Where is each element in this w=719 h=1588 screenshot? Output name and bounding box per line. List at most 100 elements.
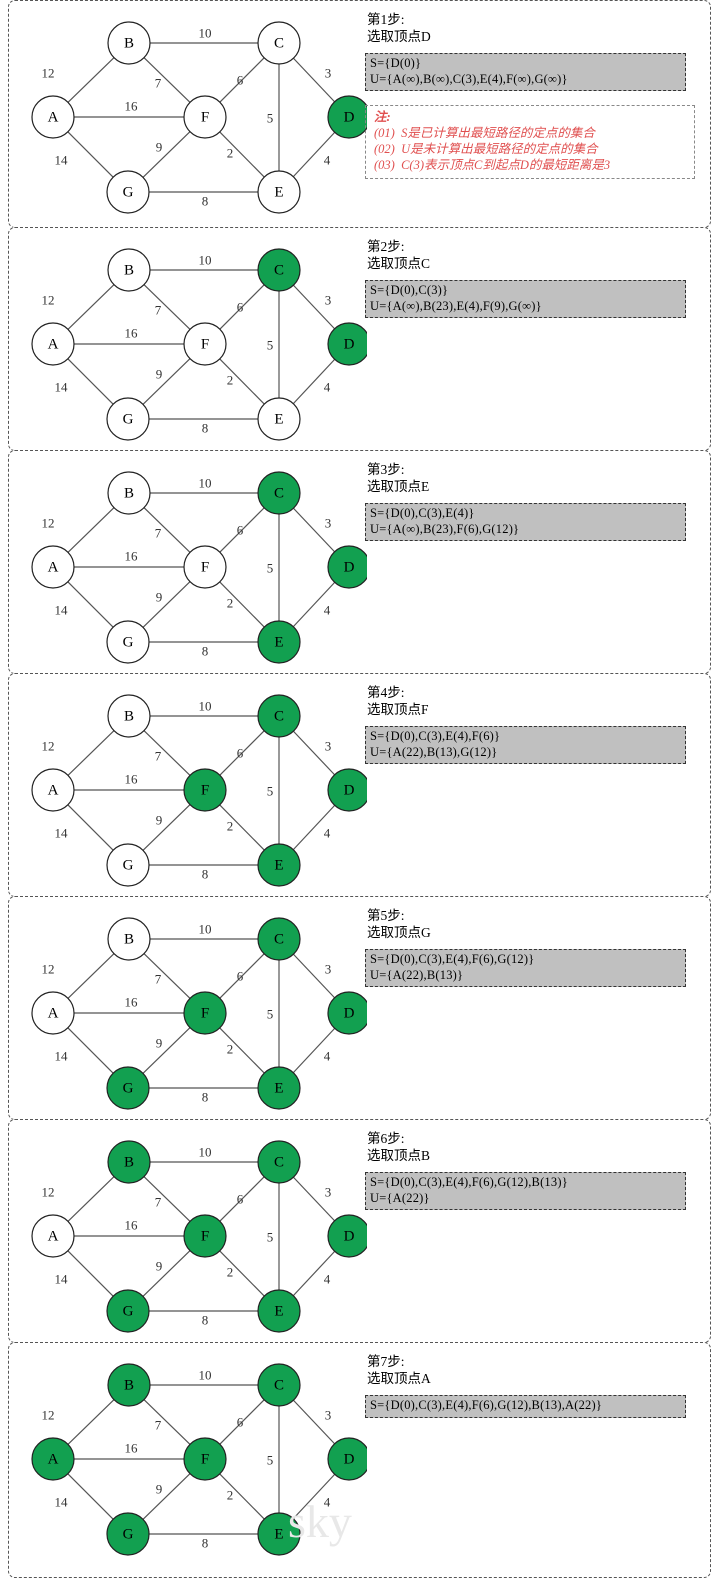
- note-line: (01) S是已计算出最短路径的定点的集合: [374, 126, 595, 140]
- graph-node-C[interactable]: [257, 694, 301, 738]
- graph-node-D[interactable]: [327, 991, 367, 1035]
- edge-weight-F-E: 2: [227, 819, 234, 834]
- graph-node-B[interactable]: [107, 1140, 151, 1184]
- edge-weight-F-G: 9: [156, 367, 163, 382]
- graph-edge-C-D: [292, 1176, 336, 1222]
- graph-node-label-A: A: [48, 1006, 59, 1022]
- graph-node-B[interactable]: [107, 694, 151, 738]
- edge-weight-A-F: 16: [125, 995, 139, 1010]
- edge-weight-B-C: 10: [199, 922, 212, 937]
- graph-node-C[interactable]: [257, 248, 301, 292]
- graph-node-F[interactable]: [183, 1437, 227, 1481]
- graph-node-C[interactable]: [257, 917, 301, 961]
- graph-node-B[interactable]: [107, 1363, 151, 1407]
- graph-edge-C-D: [292, 507, 336, 553]
- graph-node-E[interactable]: [257, 397, 301, 441]
- edge-weight-A-B: 12: [42, 1408, 55, 1423]
- graph-node-D[interactable]: [327, 545, 367, 589]
- edge-weight-A-B: 12: [42, 739, 55, 754]
- graph-node-label-G: G: [123, 1304, 134, 1320]
- graph-node-D[interactable]: [327, 1214, 367, 1258]
- graph-node-label-A: A: [48, 1452, 59, 1468]
- graph-node-label-F: F: [201, 1452, 209, 1468]
- graph-node-E[interactable]: [257, 843, 301, 887]
- graph-node-label-G: G: [123, 1081, 134, 1097]
- edge-weight-C-E: 5: [267, 338, 274, 353]
- graph-node-D[interactable]: [327, 322, 367, 366]
- edge-weight-A-F: 16: [125, 326, 139, 341]
- graph-node-B[interactable]: [107, 917, 151, 961]
- graph-node-A[interactable]: [31, 768, 75, 812]
- edge-weight-B-C: 10: [199, 1145, 212, 1160]
- graph-edge-F-G: [142, 358, 191, 405]
- graph-node-label-F: F: [201, 560, 209, 576]
- graph-node-F[interactable]: [183, 991, 227, 1035]
- edge-weight-G-E: 8: [202, 1313, 209, 1328]
- graph-node-D[interactable]: [327, 1437, 367, 1481]
- graph-edge-A-G: [67, 1473, 114, 1520]
- graph-node-C[interactable]: [257, 1363, 301, 1407]
- graph-node-G[interactable]: [106, 397, 150, 441]
- graph-node-E[interactable]: [257, 1066, 301, 1110]
- graph-node-B[interactable]: [107, 248, 151, 292]
- graph-node-E[interactable]: [257, 1289, 301, 1333]
- graph-node-label-C: C: [274, 36, 284, 52]
- graph-node-F[interactable]: [183, 768, 227, 812]
- graph-node-E[interactable]: [257, 1512, 301, 1556]
- graph-node-C[interactable]: [257, 1140, 301, 1184]
- graph-node-C[interactable]: [257, 21, 301, 65]
- graph-node-E[interactable]: [257, 620, 301, 664]
- graph-node-B[interactable]: [107, 21, 151, 65]
- graph-node-label-E: E: [274, 412, 283, 428]
- graph-edge-B-F: [143, 953, 191, 999]
- graph-node-F[interactable]: [183, 322, 227, 366]
- graph-edge-C-F: [219, 1176, 265, 1222]
- graph-node-E[interactable]: [257, 170, 301, 214]
- graph-node-F[interactable]: [183, 1214, 227, 1258]
- graph-node-G[interactable]: [106, 170, 150, 214]
- edge-weight-F-E: 2: [227, 373, 234, 388]
- graph-node-B[interactable]: [107, 471, 151, 515]
- graph-node-G[interactable]: [106, 1066, 150, 1110]
- graph-edge-C-F: [219, 1399, 265, 1445]
- graph-node-A[interactable]: [31, 545, 75, 589]
- graph-edge-B-F: [143, 284, 191, 330]
- graph-node-A[interactable]: [31, 322, 75, 366]
- edge-weight-G-E: 8: [202, 867, 209, 882]
- graph-node-G[interactable]: [106, 620, 150, 664]
- graph-node-C[interactable]: [257, 471, 301, 515]
- graph-node-D[interactable]: [327, 768, 367, 812]
- edge-weight-D-E: 4: [324, 826, 331, 841]
- graph-node-label-E: E: [274, 635, 283, 651]
- graph-node-label-E: E: [274, 858, 283, 874]
- edge-weight-B-F: 7: [155, 76, 162, 91]
- graph-node-G[interactable]: [106, 1289, 150, 1333]
- graph-node-F[interactable]: [183, 545, 227, 589]
- graph-node-D[interactable]: [327, 95, 367, 139]
- graph-node-G[interactable]: [106, 843, 150, 887]
- graph-node-A[interactable]: [31, 1214, 75, 1258]
- edge-weight-G-E: 8: [202, 194, 209, 209]
- graph-node-A[interactable]: [31, 991, 75, 1035]
- graph-node-label-E: E: [274, 1304, 283, 1320]
- graph-node-label-A: A: [48, 1229, 59, 1245]
- note-line: (02) U是未计算出最短路径的定点的集合: [374, 142, 598, 156]
- graph-node-A[interactable]: [31, 95, 75, 139]
- graph-node-label-B: B: [124, 36, 134, 52]
- edge-weight-B-F: 7: [155, 749, 162, 764]
- graph-node-G[interactable]: [106, 1512, 150, 1556]
- graph-node-A[interactable]: [31, 1437, 75, 1481]
- edge-weight-C-F: 6: [237, 1415, 244, 1430]
- note-title: 注:: [374, 110, 391, 124]
- graph-edge-A-G: [67, 804, 114, 851]
- graph-node-F[interactable]: [183, 95, 227, 139]
